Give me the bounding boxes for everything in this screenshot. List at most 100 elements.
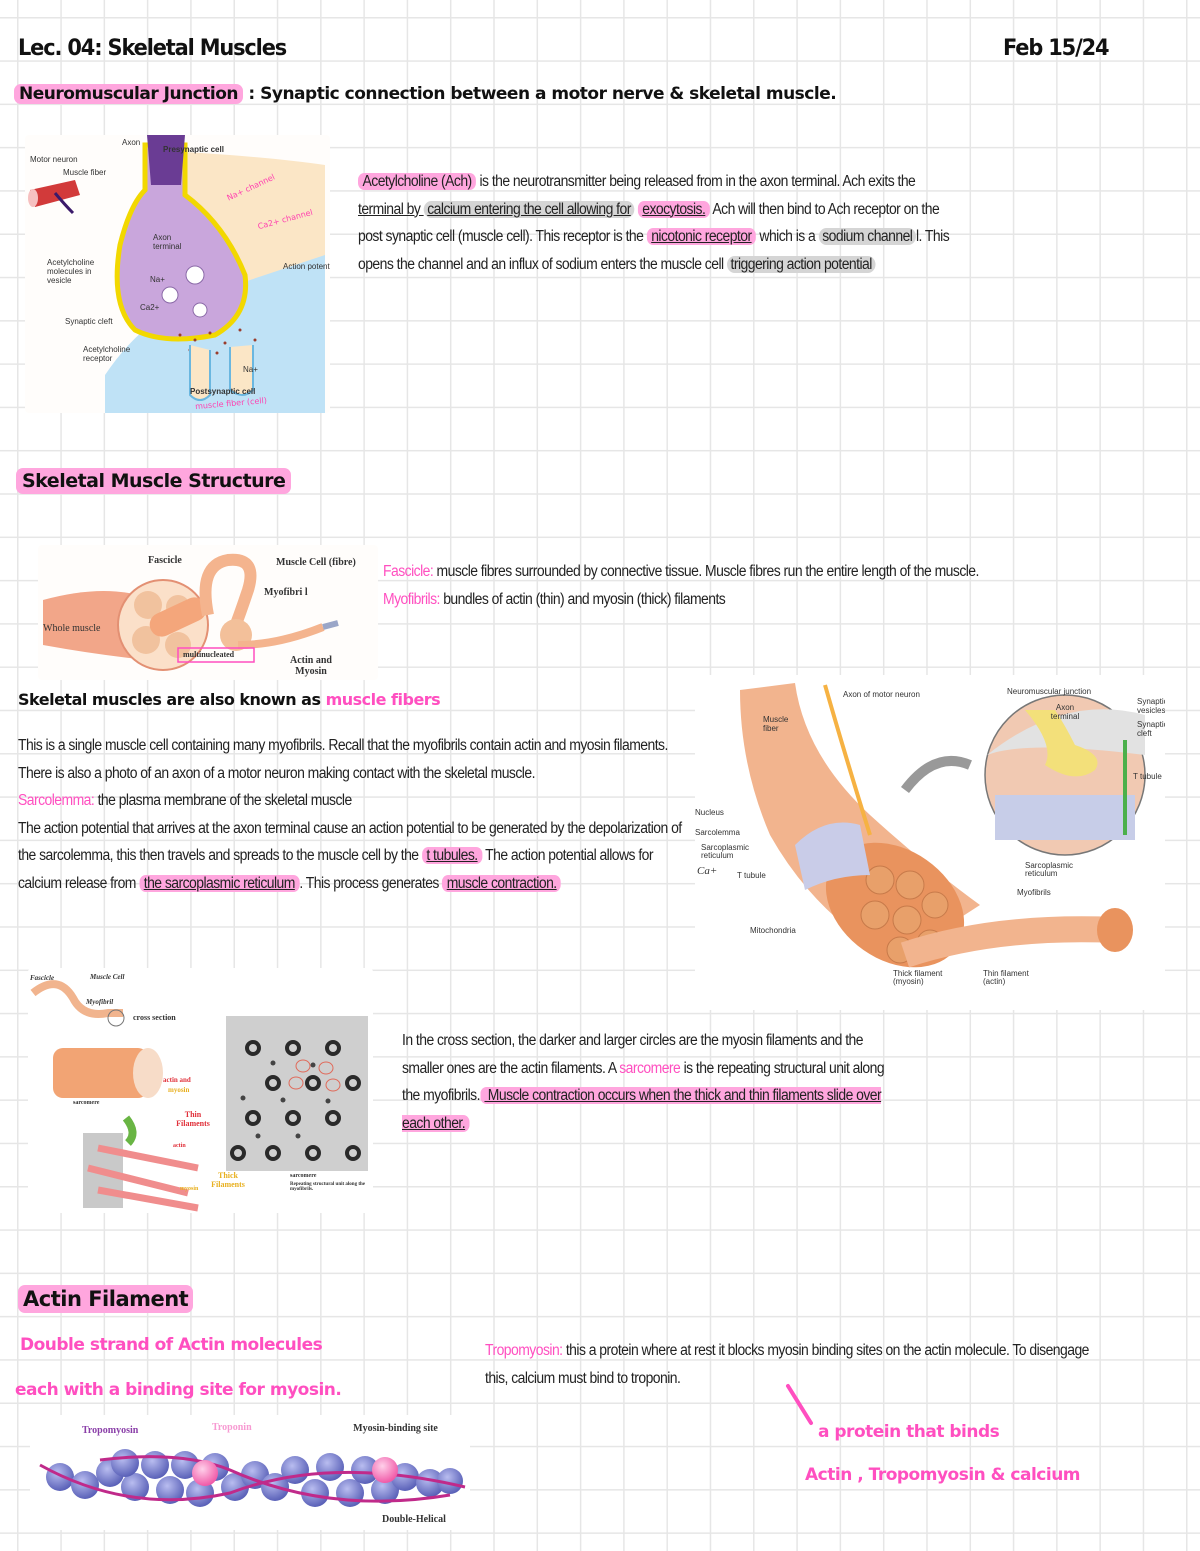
cross-text-b: is the repeating structural unit along t… — [402, 1059, 885, 1105]
fascicle-definition: Fascicle: muscle fibres surrounded by co… — [383, 558, 1013, 586]
label-sr-right: Sarcoplasmic reticulum — [1025, 861, 1074, 878]
label-t-tubule-right: T tubule — [1133, 772, 1162, 781]
label-myofibrils: Myofibrils — [1017, 888, 1051, 897]
ach-text-3: which is a — [756, 228, 819, 245]
ach-term: Acetylcholine (Ach) — [358, 173, 477, 190]
label-mitochondria: Mitochondria — [750, 926, 796, 935]
label-muscle-fiber: Muscle fiber — [763, 715, 789, 733]
muscle-fiber-figure: Axon of motor neuron Muscle fiber Neurom… — [695, 675, 1165, 1010]
cross-text-a: In the cross section, the darker and lar… — [402, 1032, 864, 1077]
label-myofibril-small: Myofibril — [86, 998, 114, 1006]
label-myosin-small: myosin — [180, 1186, 199, 1192]
label-muscle-cell-small: Muscle Cell — [90, 973, 125, 981]
muscle-structure-illustration — [43, 553, 339, 671]
label-actin-myosin: Actin and Myosin — [290, 655, 332, 677]
label-myofibril: Myofibri l — [264, 587, 308, 598]
label-sarcomere-desc: Repeating structural unit along the myof… — [290, 1182, 365, 1192]
label-axon-terminal: Axon terminal — [153, 233, 182, 251]
tropomyosin-term: Tropomyosin: — [485, 1342, 563, 1359]
sarcolemma-text: the plasma membrane of the skeletal musc… — [94, 792, 353, 809]
sarcomere-term: sarcomere — [619, 1059, 681, 1077]
ach-text-4: l. This opens the channel and an influx … — [358, 228, 950, 273]
fibers-heading-term: muscle fibers — [325, 690, 441, 709]
label-postsynaptic: Postsynaptic cell — [190, 387, 256, 396]
page-date: Feb 15/24 — [1003, 36, 1110, 61]
actin-note-line-2: each with a binding site for myosin. — [15, 1380, 342, 1400]
label-sarcomere-right: sarcomere — [290, 1173, 317, 1179]
label-fascicle: Fascicle — [148, 555, 182, 566]
ach-text-2: Ach will then bind to Ach receptor on th… — [358, 200, 940, 246]
cross-section-illustration — [30, 980, 368, 1212]
cross-section-paragraph: In the cross section, the darker and lar… — [402, 1027, 893, 1137]
label-motor-neuron: Motor neuron — [30, 155, 78, 164]
fibers-intro-text: This is a single muscle cell containing … — [18, 737, 668, 782]
action-potential-text: The action potential that arrives at the… — [18, 815, 689, 898]
action-potential-highlight: triggering action potential — [726, 255, 876, 273]
label-synaptic-vesicles: Synaptic vesicles — [1137, 697, 1165, 715]
actin-note-line-1: Double strand of Actin molecules — [20, 1335, 323, 1355]
label-thin-filament: Thin filament (actin) — [983, 969, 1029, 986]
label-thin-filaments: Thin Filaments — [176, 1110, 210, 1128]
label-ach-vesicle: Acetylcholine molecules in vesicle — [47, 258, 95, 285]
sarcolemma-term: Sarcolemma: — [18, 792, 95, 809]
sr-highlight: the sarcoplasmic reticulum — [139, 874, 300, 892]
nmj-definition: : Synaptic connection between a motor ne… — [248, 84, 837, 104]
label-muscle-cell: Muscle Cell (fibre) — [276, 557, 356, 568]
actin-helix-illustration — [39, 1449, 466, 1507]
fascicle-term: Fascicle: — [383, 563, 434, 580]
label-ca-note: Ca+ — [697, 865, 718, 877]
ap-text-c: . This process generates — [299, 874, 443, 892]
label-nmj: Neuromuscular junction — [1007, 687, 1092, 696]
nmj-definition-line: Neuromuscular Junction : Synaptic connec… — [14, 84, 837, 104]
section-heading-actin: Actin Filament — [18, 1285, 194, 1313]
section-heading-structure: Skeletal Muscle Structure — [16, 468, 292, 494]
label-ca: Ca2+ — [140, 303, 160, 312]
label-actin-and: actin and — [163, 1076, 191, 1084]
label-double-helical: Double-Helical — [382, 1514, 446, 1525]
ap-text-a: The action potential that arrives at the… — [18, 819, 682, 865]
muscle-contraction-highlight: muscle contraction. — [442, 874, 562, 892]
ach-underline-1: terminal by — [358, 200, 424, 218]
label-sarcomere-small: sarcomere — [73, 1100, 100, 1106]
label-troponin: Troponin — [212, 1422, 252, 1433]
label-action-potential: Action potential — [283, 262, 330, 271]
label-myosin: myosin — [168, 1086, 190, 1094]
label-synaptic-cleft: Synaptic cleft — [65, 317, 113, 326]
label-nucleus: Nucleus — [695, 808, 724, 817]
label-whole-muscle: Whole muscle — [43, 623, 101, 634]
label-actin-small: actin — [173, 1143, 186, 1149]
label-na: Na+ — [150, 275, 165, 284]
label-t-tubule-left: T tubule — [737, 871, 766, 880]
ap-text-b: The action potential allows for calcium … — [18, 847, 654, 892]
nicotinic-receptor-highlight: nicotonic receptor — [646, 228, 757, 245]
label-muscle-fiber: Muscle fiber — [63, 168, 107, 177]
label-ach-receptor: Acetylcholine receptor — [83, 345, 131, 363]
structure-heading-text: Skeletal Muscle Structure — [16, 468, 292, 494]
fascicle-text: muscle fibres surrounded by connective t… — [433, 563, 980, 580]
exocytosis-highlight: exocytosis. — [637, 200, 710, 218]
fibers-heading-text: Skeletal muscles are also known as — [18, 690, 321, 709]
fibers-paragraph: This is a single muscle cell containing … — [18, 732, 689, 897]
label-thick-filament: Thick filament (myosin) — [893, 969, 943, 986]
label-cross-section: cross section — [133, 1013, 176, 1022]
ach-grey-highlight-1: calcium entering the cell allowing for — [423, 200, 635, 218]
label-axon: Axon — [122, 138, 141, 147]
nmj-diagram-illustration — [28, 135, 325, 413]
tropomyosin-definition: Tropomyosin: this a protein where at res… — [485, 1337, 1115, 1392]
page-title: Lec. 04: Skeletal Muscles — [18, 36, 287, 61]
troponin-note-line-2: Actin , Tropomyosin & calcium — [805, 1465, 1081, 1485]
cross-section-figure: Fascicle Muscle Cell Myofibril cross sec… — [28, 968, 373, 1213]
myofibril-term: Myofibrils: — [383, 590, 440, 608]
label-myosin-binding-site: Myosin-binding site — [353, 1423, 438, 1434]
label-synaptic-cleft: Synaptic cleft — [1137, 720, 1165, 738]
nmj-term: Neuromuscular Junction — [14, 84, 243, 104]
label-presynaptic: Presynaptic cell — [163, 145, 224, 154]
sodium-channel-highlight: sodium channel — [818, 228, 916, 245]
myofibril-text: bundles of actin (thin) and myosin (thic… — [439, 590, 726, 608]
ach-text-1: is the neurotransmitter being released f… — [476, 173, 916, 190]
label-thick-filaments: Thick Filaments — [211, 1171, 245, 1189]
label-sarcolemma: Sarcolemma — [695, 828, 740, 837]
structure-definitions: Fascicle: muscle fibres surrounded by co… — [383, 558, 1013, 613]
label-fascicle-small: Fascicle — [30, 974, 55, 982]
myofibril-definition: Myofibrils: bundles of actin (thin) and … — [383, 586, 1013, 614]
